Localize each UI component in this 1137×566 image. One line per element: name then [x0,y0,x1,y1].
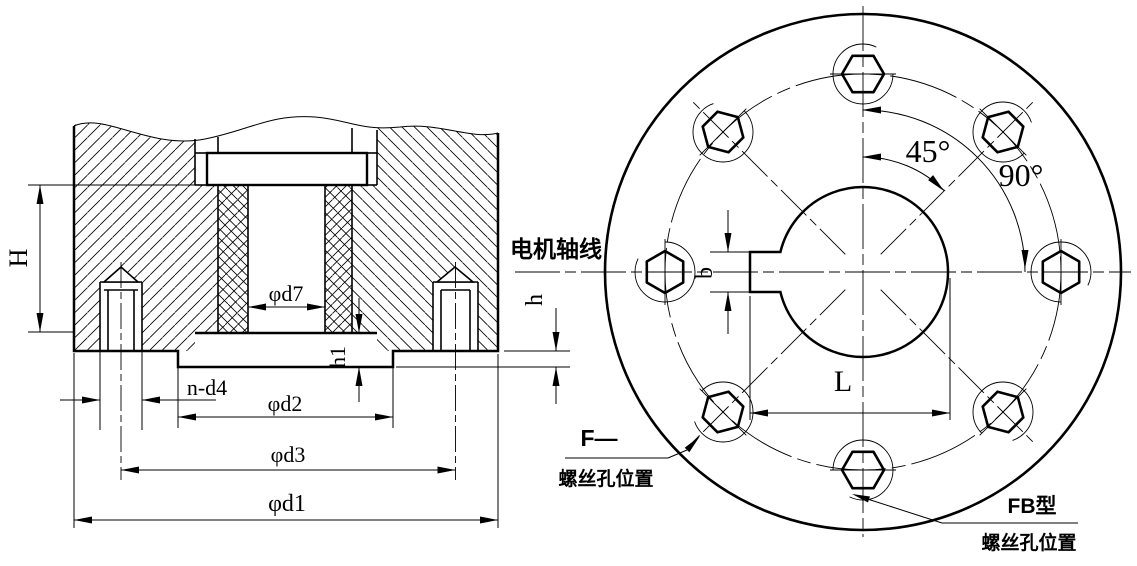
screw-tip [434,265,476,283]
bore-cavity [248,185,325,333]
callout-fb-title: FB型 [1008,495,1057,518]
diagonal-centerline-nw [689,98,846,255]
dim-label-d1: φd1 [268,491,306,517]
angle-label-45: 45° [906,133,951,169]
sleeve-wall-left [217,184,249,334]
dimension-L: L [749,278,951,420]
section-view: H φd7 h1 h [4,88,570,528]
dim-label-H: H [4,248,33,267]
dim-label-d3: φd3 [271,442,306,467]
dim-label-h1: h1 [325,346,350,368]
screw-right [432,265,479,351]
sleeve-wall-right [324,184,353,334]
dimension-d1: φd1 [73,353,499,528]
dim-label-b: b [692,267,718,279]
dim-label-d7: φd7 [269,281,304,306]
dimension-90deg: 90° [862,106,1044,273]
dimension-H: H [4,184,210,333]
dim-label-h: h [522,294,548,306]
motor-axis-label: 电机轴线 [510,236,602,262]
callout-fb-subtitle: 螺丝孔位置 [981,531,1076,554]
diagonal-centerline-se [880,289,1037,446]
body-outline [72,126,500,369]
flange-face-view: 45° 90° b L [510,6,1131,554]
flange-outer-circle [603,12,1123,532]
diagonal-centerline-sw [689,289,846,446]
break-line [73,116,499,142]
dimension-d2: φd2 [177,367,394,428]
callout-fb: FB型 螺丝孔位置 [852,494,1078,554]
spigot-face [178,333,393,367]
dimension-45deg: 45° [862,133,951,192]
callout-f-subtitle: 螺丝孔位置 [558,467,653,490]
callout-f: F— 螺丝孔位置 [558,425,700,490]
dimension-d3: φd3 [121,442,456,474]
break-line-mask [66,88,506,141]
dimension-h1: h1 [325,298,363,402]
dim-label-L: L [834,365,852,398]
top-plate [205,151,369,187]
dimension-h: h [396,294,570,404]
shaft-bore-with-keyway [748,185,950,359]
dimension-d7: φd7 [248,281,325,311]
dim-label-d2: φd2 [268,391,303,416]
dimension-b: b [692,210,750,334]
dimension-nd4: n-d4 [60,351,227,430]
dim-label-nd4: n-d4 [187,375,227,400]
angle-label-90: 90° [999,157,1044,193]
callout-f-title: F— [580,425,617,451]
diagonal-centerline-ne [880,98,1037,255]
